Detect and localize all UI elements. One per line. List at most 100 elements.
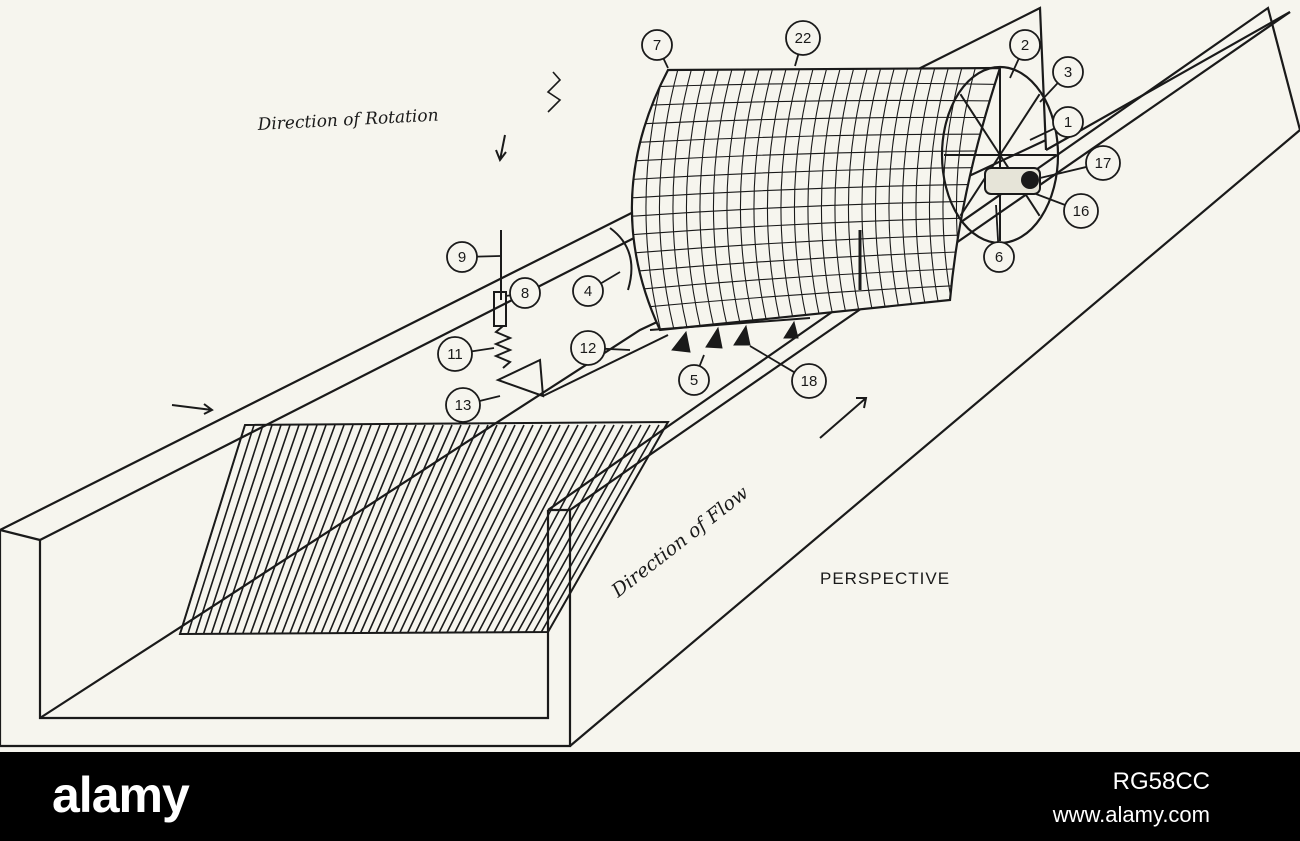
callout-circle bbox=[791, 363, 827, 399]
wheel-spoke bbox=[959, 154, 1001, 217]
screen-bar bbox=[500, 424, 615, 634]
screen-bar bbox=[382, 424, 480, 634]
drum-hoop bbox=[631, 150, 1000, 164]
brand-logo: alamy bbox=[52, 767, 190, 823]
flow-arrow bbox=[819, 397, 868, 439]
screen-bar bbox=[390, 424, 489, 634]
screen-bar bbox=[304, 424, 390, 634]
callout-leader bbox=[1039, 166, 1087, 179]
callout-leader bbox=[662, 58, 669, 69]
screen-bar bbox=[508, 424, 624, 634]
callout-circle bbox=[509, 277, 541, 309]
wheel-spoke bbox=[959, 93, 1001, 156]
callout-7: 7 bbox=[641, 29, 673, 69]
callout-leader bbox=[1029, 127, 1055, 141]
callout-leader bbox=[1039, 82, 1059, 103]
screen-bar bbox=[265, 424, 345, 634]
drum-slat bbox=[793, 68, 817, 330]
screen-bar bbox=[468, 424, 579, 634]
screen-bar bbox=[187, 424, 255, 634]
rotation-label: Direction of Rotation bbox=[256, 106, 439, 135]
screen-bar bbox=[218, 424, 291, 634]
drum-slat bbox=[699, 68, 722, 330]
drum-hoop bbox=[631, 133, 1000, 145]
screen-bar bbox=[296, 424, 381, 634]
callout-5: 5 bbox=[678, 354, 710, 396]
screen-bar bbox=[531, 424, 651, 634]
screen-bar bbox=[249, 424, 327, 634]
callout-leader bbox=[1035, 193, 1066, 206]
callout-label: 22 bbox=[795, 30, 812, 47]
screen-bar bbox=[351, 424, 444, 634]
callout-12: 12 bbox=[570, 330, 631, 366]
callout-circle bbox=[1052, 56, 1084, 88]
screen-bar bbox=[281, 424, 363, 634]
drum-slat bbox=[834, 68, 857, 330]
callout-leader bbox=[995, 204, 1000, 243]
drum-slat bbox=[726, 68, 749, 330]
screen-bar bbox=[406, 424, 507, 634]
callout-label: 5 bbox=[690, 372, 698, 389]
screen-bar bbox=[234, 424, 309, 634]
callout-circle bbox=[785, 20, 821, 56]
callout-leader bbox=[600, 271, 621, 285]
screen-bar bbox=[202, 424, 273, 634]
rotating-drum bbox=[630, 65, 1060, 353]
callout-circle bbox=[570, 330, 606, 366]
float-mechanism bbox=[493, 227, 669, 398]
screen-bar bbox=[476, 424, 588, 634]
drum-slat bbox=[672, 68, 695, 330]
inlet-arrow bbox=[171, 403, 214, 415]
screen-bar bbox=[226, 424, 300, 634]
screen-bar bbox=[320, 424, 408, 634]
drum-slat bbox=[874, 68, 898, 330]
callout-leader bbox=[1009, 58, 1020, 79]
callout-leader bbox=[794, 54, 800, 67]
screen-bar bbox=[523, 424, 642, 634]
callout-label: 8 bbox=[521, 285, 529, 302]
flow-label: Direction of Flow bbox=[607, 482, 753, 603]
callout-label: 7 bbox=[653, 37, 661, 54]
callout-11: 11 bbox=[437, 336, 495, 372]
site-url: www.alamy.com bbox=[1052, 802, 1210, 827]
callout-leader bbox=[479, 395, 501, 402]
callout-circle bbox=[446, 241, 478, 273]
screen-bar bbox=[484, 424, 597, 634]
drum-slat bbox=[753, 68, 776, 330]
screen-bar bbox=[343, 424, 435, 634]
callout-leader bbox=[749, 345, 795, 374]
callout-label: 17 bbox=[1095, 155, 1112, 172]
screen-bar bbox=[257, 424, 336, 634]
image-id: RG58CC bbox=[1112, 768, 1210, 795]
screen-bar bbox=[375, 424, 471, 634]
drum-slat bbox=[658, 68, 682, 330]
wheel-spoke bbox=[999, 93, 1041, 156]
rotation-arrow bbox=[495, 134, 507, 163]
screen-bar bbox=[492, 424, 606, 634]
screen-bar bbox=[429, 424, 534, 634]
callout-22: 22 bbox=[785, 20, 821, 67]
callout-2: 2 bbox=[1009, 29, 1041, 79]
callout-circle bbox=[1009, 29, 1041, 61]
callout-circle bbox=[572, 275, 604, 307]
screen-bar bbox=[437, 424, 543, 634]
screen-bar bbox=[445, 424, 552, 634]
callout-label: 12 bbox=[580, 340, 597, 357]
callout-16: 16 bbox=[1035, 193, 1099, 229]
drum-slat bbox=[739, 68, 763, 330]
callout-label: 2 bbox=[1021, 37, 1029, 54]
callout-label: 4 bbox=[584, 283, 592, 300]
screen-bar bbox=[210, 424, 282, 634]
drum-slat bbox=[685, 68, 709, 330]
drum-slat bbox=[847, 68, 871, 330]
drum-slat bbox=[712, 68, 736, 330]
screen-bar bbox=[453, 424, 561, 634]
callout-label: 9 bbox=[458, 249, 466, 266]
callout-13: 13 bbox=[445, 387, 501, 423]
callout-circle bbox=[445, 387, 481, 423]
screen-bar bbox=[328, 424, 417, 634]
screen-bar bbox=[335, 424, 426, 634]
